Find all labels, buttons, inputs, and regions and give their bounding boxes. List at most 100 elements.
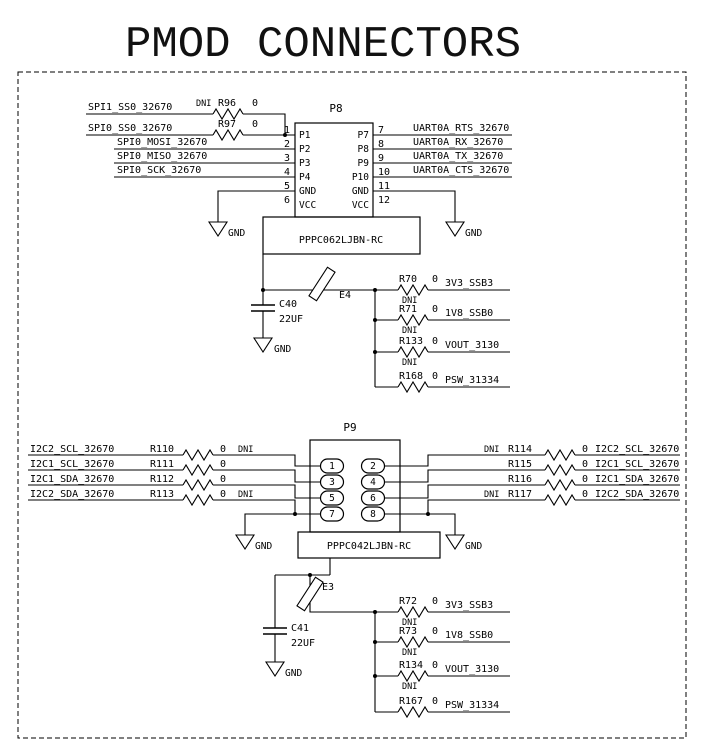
resistor-value: 0 bbox=[220, 489, 226, 500]
net-label: SPI0_SCK_32670 bbox=[117, 165, 201, 176]
cap-value: 22UF bbox=[291, 638, 315, 649]
ground-symbol bbox=[253, 337, 273, 353]
cap-ref: C41 bbox=[291, 623, 309, 634]
resistor-ref: R133 bbox=[399, 336, 423, 347]
resistor-ref: R113 bbox=[150, 489, 174, 500]
pin-number: 3 bbox=[284, 153, 290, 164]
resistor-value: 0 bbox=[432, 274, 438, 285]
pin-label: P9 bbox=[358, 158, 370, 169]
resistor-value: 0 bbox=[582, 474, 588, 485]
gnd-label: GND bbox=[285, 668, 302, 679]
resistor-symbol-r116 bbox=[544, 479, 576, 491]
resistor-value: 0 bbox=[432, 596, 438, 607]
pin-number: 4 bbox=[284, 167, 290, 178]
net-label: I2C1_SCL_32670 bbox=[30, 459, 114, 470]
net-label: SPI1_SS0_32670 bbox=[88, 102, 172, 113]
resistor-symbol-r97 bbox=[212, 129, 244, 141]
dni-flag: DNI bbox=[402, 648, 417, 658]
pin-pad bbox=[319, 458, 345, 474]
pin-label: P2 bbox=[299, 144, 310, 155]
resistor-ref: R70 bbox=[399, 274, 417, 285]
dni-flag: DNI bbox=[238, 490, 253, 500]
net-label: I2C1_SCL_32670 bbox=[595, 459, 679, 470]
net-label: I2C1_SDA_32670 bbox=[595, 474, 679, 485]
resistor-symbol-r71 bbox=[397, 314, 429, 326]
p9-pin-stubs bbox=[310, 465, 400, 515]
pin-number: 2 bbox=[284, 139, 290, 150]
pin-label: P4 bbox=[299, 172, 311, 183]
net-label: UART0A_RX_32670 bbox=[413, 137, 503, 148]
jumper-e3-symbol bbox=[296, 576, 324, 612]
net-label: UART0A_TX_32670 bbox=[413, 151, 503, 162]
resistor-ref: R71 bbox=[399, 304, 417, 315]
net-label: VOUT_3130 bbox=[445, 664, 499, 675]
dni-flag: DNI bbox=[484, 445, 499, 455]
dni-flag: DNI bbox=[402, 618, 417, 628]
resistor-ref: R116 bbox=[508, 474, 532, 485]
resistor-ref: R111 bbox=[150, 459, 174, 470]
net-label: I2C2_SCL_32670 bbox=[30, 444, 114, 455]
dni-flag: DNI bbox=[402, 358, 417, 368]
gnd-label: GND bbox=[465, 541, 482, 552]
gnd-label: GND bbox=[274, 344, 291, 355]
junction-dots bbox=[261, 133, 377, 354]
cap-ref: C40 bbox=[279, 299, 297, 310]
pin-number: 10 bbox=[378, 167, 390, 178]
pin-number: 8 bbox=[370, 509, 376, 520]
ground-symbol bbox=[265, 661, 285, 677]
resistor-value: 0 bbox=[220, 444, 226, 455]
c40-capacitor-plates bbox=[251, 304, 275, 312]
p8-left-wires bbox=[86, 113, 295, 178]
resistor-symbol-r73 bbox=[397, 636, 429, 648]
schematic-border bbox=[17, 71, 687, 739]
p9-pull-resistors: R72 0 DNI 3V3_SSB3 R73 0 DNI 1V8_SSB0 R1… bbox=[399, 596, 499, 711]
p8-gnd-wires bbox=[217, 190, 456, 222]
resistor-symbol-r133 bbox=[397, 346, 429, 358]
p8-refdes: P8 bbox=[329, 102, 342, 115]
p9-refdes: P9 bbox=[343, 421, 356, 434]
net-label: 3V3_SSB3 bbox=[445, 600, 493, 611]
pin-number: 1 bbox=[329, 461, 335, 472]
pin-number: 5 bbox=[284, 181, 290, 192]
resistor-value: 0 bbox=[432, 626, 438, 637]
resistor-symbol-r168 bbox=[397, 381, 429, 393]
pin-pad bbox=[319, 474, 345, 490]
dni-flag: DNI bbox=[484, 490, 499, 500]
p9-part-number: PPPC042LJBN-RC bbox=[327, 541, 411, 552]
net-label: I2C2_SDA_32670 bbox=[595, 489, 679, 500]
net-label: SPI0_MOSI_32670 bbox=[117, 137, 207, 148]
jumper-ref: E3 bbox=[322, 582, 334, 593]
pin-number: 7 bbox=[329, 509, 335, 520]
cap-value: 22UF bbox=[279, 314, 303, 325]
net-label: I2C2_SDA_32670 bbox=[30, 489, 114, 500]
resistor-symbol-r134 bbox=[397, 670, 429, 682]
resistor-symbol-r96 bbox=[212, 108, 244, 120]
resistor-ref: R110 bbox=[150, 444, 174, 455]
pin-number: 3 bbox=[329, 477, 335, 488]
p9-right-wires bbox=[400, 454, 680, 515]
jumper-ref: E4 bbox=[339, 290, 351, 301]
gnd-label: GND bbox=[228, 228, 245, 239]
pin-label: VCC bbox=[299, 200, 316, 211]
resistor-value: 0 bbox=[220, 459, 226, 470]
resistor-value: 0 bbox=[432, 660, 438, 671]
pin-number: 11 bbox=[378, 181, 390, 192]
net-label: 3V3_SSB3 bbox=[445, 278, 493, 289]
resistor-value: 0 bbox=[582, 459, 588, 470]
p9-pin-pads: 1 3 5 7 2 4 6 8 bbox=[319, 458, 386, 522]
p9-input-nets: I2C2_SCL_32670 R110 0 DNI I2C1_SCL_32670… bbox=[30, 444, 253, 500]
ground-symbol bbox=[208, 221, 228, 237]
pin-number: 2 bbox=[370, 461, 376, 472]
resistor-ref: R96 bbox=[218, 98, 236, 109]
p8-section: P8 PPPC062LJBN-RC 1 2 3 4 5 6 P1 P2 P3 P… bbox=[86, 98, 512, 393]
net-label: UART0A_CTS_32670 bbox=[413, 165, 509, 176]
net-label: SPI0_MISO_32670 bbox=[117, 151, 207, 162]
net-label: UART0A_RTS_32670 bbox=[413, 123, 509, 134]
pin-label: VCC bbox=[352, 200, 369, 211]
resistor-value: 0 bbox=[582, 489, 588, 500]
resistor-ref: R97 bbox=[218, 119, 236, 130]
dni-flag: DNI bbox=[238, 445, 253, 455]
net-label: PSW_31334 bbox=[445, 700, 499, 711]
gnd-label: GND bbox=[465, 228, 482, 239]
